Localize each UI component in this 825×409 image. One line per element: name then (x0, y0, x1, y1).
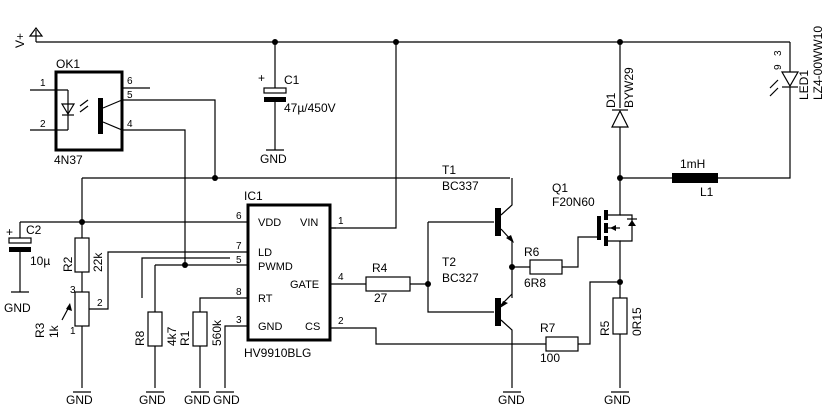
ic1-ref: IC1 (244, 189, 263, 203)
ok1-ref: OK1 (56, 57, 80, 71)
capacitor-c2: + C2 10µ GND (4, 222, 50, 315)
t2-gnd: GND (498, 393, 525, 407)
c1-plus: + (258, 71, 265, 85)
r3-pin-2: 2 (97, 298, 103, 309)
supply-label: V+ (13, 33, 27, 48)
d1-part: BYW29 (622, 67, 636, 108)
t2-ref: T2 (442, 255, 456, 269)
r7-ref: R7 (540, 321, 556, 335)
mosfet-q1: Q1 F20N60 (552, 178, 637, 298)
r6-ref: R6 (524, 245, 540, 259)
r2-ref: R2 (61, 256, 75, 272)
ic-ic1: IC1 HV9910BLG VDD LD PWMD RT GND VIN GAT… (230, 189, 546, 360)
ic1-num-gate: 4 (338, 272, 344, 283)
c1-value: 47µ/450V (284, 101, 336, 115)
r5-gnd: GND (604, 393, 631, 407)
ic1-pin-ld: LD (258, 247, 272, 259)
r3-value: 1k (47, 324, 61, 338)
ic1-pin-gnd: GND (258, 321, 283, 333)
r3-gnd: GND (66, 393, 93, 407)
c1-gnd: GND (260, 152, 287, 166)
r4-ref: R4 (372, 261, 388, 275)
ic1-pin-vdd: VDD (258, 217, 281, 229)
l1-value: 1mH (680, 157, 705, 171)
r2-value: 22k (91, 252, 105, 272)
ic1-num-pwmd: 5 (236, 255, 242, 266)
ic1-pin-vin: VIN (300, 217, 318, 229)
ok1-pin-5: 5 (127, 90, 133, 101)
ic1-pin-rt: RT (258, 293, 273, 305)
r3-pin-3: 3 (70, 285, 76, 296)
r8-value: 4k7 (165, 326, 179, 346)
r1-gnd: GND (184, 393, 211, 407)
r5-ref: R5 (598, 320, 612, 336)
r1-ref: R1 (178, 330, 192, 346)
r5-value: 0R15 (630, 307, 644, 336)
resistor-r2: R2 22k (61, 222, 105, 292)
c2-ref: C2 (26, 223, 42, 237)
transistor-t1: T1 BC337 (442, 163, 514, 243)
c2-value: 10µ (30, 254, 50, 268)
r7-value: 100 (540, 351, 560, 365)
r1-value: 560k (210, 319, 224, 346)
resistor-r1: R1 560k GND (178, 297, 230, 407)
t1-ref: T1 (442, 163, 456, 177)
resistor-r8: R8 4k7 GND (133, 257, 230, 407)
r4-value: 27 (374, 291, 388, 305)
ic1-num-gnd: 3 (236, 315, 242, 326)
r3-ref: R3 (33, 322, 47, 338)
capacitor-c1: + C1 47µ/450V GND (258, 42, 336, 166)
led1-ref: LED1 (797, 70, 811, 100)
ok1-part: 4N37 (54, 153, 83, 167)
r3-pin-1: 1 (70, 326, 76, 337)
resistor-r7: R7 100 (540, 279, 623, 365)
inductor-l1: 1mH L1 (620, 100, 791, 199)
transistor-t2: T2 BC327 GND (442, 255, 525, 407)
ok1-pin-6: 6 (127, 76, 133, 87)
resistor-r4: R4 27 (365, 261, 431, 305)
ic1-pin-pwmd: PWMD (258, 261, 293, 273)
ic1-pin-cs: CS (305, 321, 320, 333)
c2-gnd: GND (4, 301, 31, 315)
ic1-pin-gate: GATE (290, 279, 319, 291)
q1-ref: Q1 (552, 181, 568, 195)
ok1-pin-1: 1 (40, 78, 46, 89)
ic1-part: HV9910BLG (244, 346, 311, 360)
led-led1: LED1 LZ4-00WW10 9 3 (769, 26, 825, 100)
t2-part: BC327 (442, 271, 479, 285)
t1-part: BC337 (442, 179, 479, 193)
r8-gnd: GND (139, 393, 166, 407)
ic1-num-ld: 7 (236, 241, 242, 252)
supply-rail: V+ (13, 27, 790, 48)
diode-d1: D1 BYW29 (604, 42, 636, 181)
resistor-r6: R6 6R8 (512, 236, 597, 290)
ic1-num-vin: 1 (338, 216, 344, 227)
q1-part: F20N60 (552, 195, 595, 209)
ic1-num-cs: 2 (338, 316, 344, 327)
d1-ref: D1 (604, 92, 618, 108)
ic1-gnd-label: GND (213, 393, 240, 407)
led1-part: LZ4-00WW10 (811, 26, 825, 100)
resistor-r5: R5 0R15 GND (598, 297, 644, 407)
ok1-pin-4: 4 (127, 119, 133, 130)
r8-ref: R8 (133, 330, 147, 346)
ic1-num-rt: 8 (236, 287, 242, 298)
ic1-num-vdd: 6 (236, 211, 242, 222)
c1-ref: C1 (284, 73, 300, 87)
optocoupler-ok1: OK1 4N37 1 2 6 5 4 (30, 57, 150, 167)
led1-pin-9: 9 (773, 64, 784, 70)
l1-ref: L1 (700, 185, 714, 199)
r6-value: 6R8 (524, 276, 546, 290)
potentiometer-r3: R3 1k 3 2 1 GND (33, 251, 230, 407)
c2-plus: + (6, 225, 13, 239)
led1-pin-3: 3 (773, 50, 784, 56)
ok1-pin-2: 2 (40, 119, 46, 130)
